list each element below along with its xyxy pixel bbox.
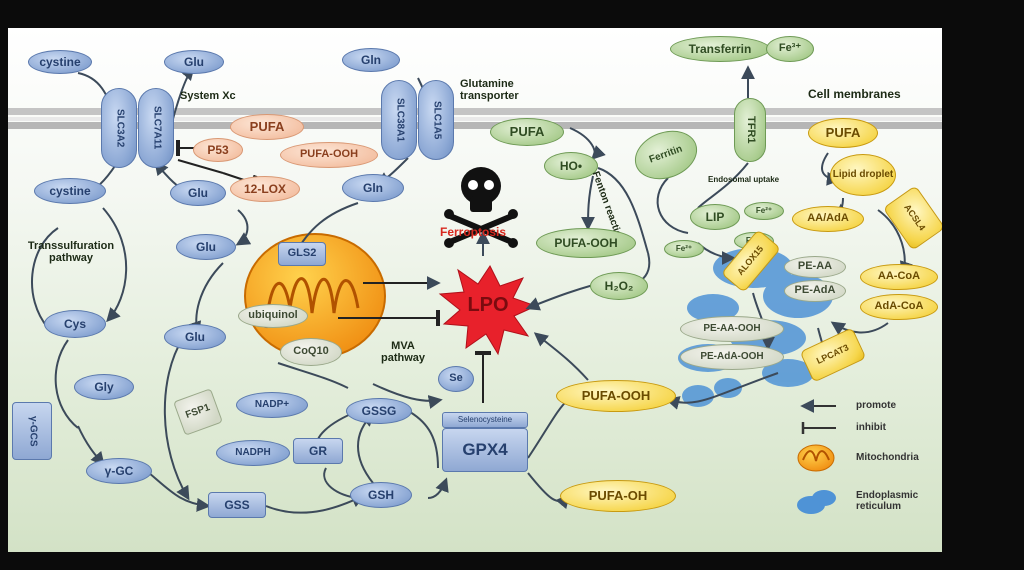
node-aa-coa: AA-CoA <box>860 264 938 290</box>
node-pufa-ooh-peach: PUFA-OOH <box>280 142 378 168</box>
node-nadp: NADP+ <box>236 392 308 418</box>
transporter-slc38a1: SLC38A1 <box>381 80 417 160</box>
node-cystine-intracellular: cystine <box>34 178 106 204</box>
node-pufa-peach: PUFA <box>230 114 304 140</box>
node-glu-b: Glu <box>164 324 226 350</box>
node-h2o2: H₂O₂ <box>590 272 648 300</box>
node-ubiquinol: ubiquinol <box>238 304 308 328</box>
transporter-slc1a5: SLC1A5 <box>418 80 454 160</box>
legend-mitochondria: Mitochondria <box>856 452 919 463</box>
node-pe-aa-ooh: PE-AA-OOH <box>680 316 784 342</box>
node-gssg: GSSG <box>346 398 412 424</box>
label-glutamine-transporter: Glutamine transporter <box>460 78 519 103</box>
label-transsulfuration-pathway: Transsulfuration pathway <box>27 240 115 265</box>
enzyme-gr: GR <box>293 438 343 464</box>
label-cell-membranes: Cell membranes <box>808 87 901 101</box>
label-system-xc: System Xc <box>180 90 236 102</box>
label-gamma-gcs: γ-GCS <box>27 415 39 447</box>
node-aa-ada: AA/AdA <box>792 206 864 232</box>
node-pufa-right: PUFA <box>808 118 878 148</box>
node-glu-a: Glu <box>176 234 236 260</box>
node-hydroxyl-radical: HO• <box>544 152 598 180</box>
node-nadph: NADPH <box>216 440 290 466</box>
label-mva-pathway: MVA pathway <box>380 340 425 365</box>
enzyme-gamma-gcs: γ-GCS <box>12 402 52 460</box>
node-glu-intracellular: Glu <box>170 180 226 206</box>
legend-inhibit: inhibit <box>856 422 886 433</box>
node-fe2-a: Fe²⁺ <box>744 202 784 220</box>
enzyme-gpx4: GPX4 <box>442 428 528 472</box>
transporter-slc7a11: SLC7A11 <box>138 88 174 168</box>
enzyme-gls2: GLS2 <box>278 242 326 266</box>
node-pufa-ooh-yellow: PUFA-OOH <box>556 380 676 412</box>
node-pufa-ooh-green: PUFA-OOH <box>536 228 636 258</box>
node-12-lox: 12-LOX <box>230 176 300 202</box>
legend-graphics <box>797 399 836 514</box>
node-pe-ada-ooh: PE-AdA-OOH <box>680 344 784 370</box>
node-lipid-droplet: Lipid droplet <box>830 154 896 196</box>
lpo-burst <box>438 265 538 356</box>
enzyme-gss: GSS <box>208 492 266 518</box>
node-gamma-gc: γ-GC <box>86 458 152 484</box>
node-lpo: LPO <box>467 293 509 316</box>
node-transferrin: Transferrin <box>670 36 770 62</box>
label-selenocysteine: Selenocysteine <box>442 412 528 428</box>
legend-promote: promote <box>856 400 896 411</box>
transporter-slc3a2: SLC3A2 <box>101 88 137 168</box>
ferroptosis-diagram-panel: cystine Glu SLC3A2 SLC7A11 System Xc Gln… <box>8 28 942 552</box>
cell-membrane <box>8 108 942 129</box>
node-fe3-extracellular: Fe³⁺ <box>766 36 814 62</box>
node-gsh: GSH <box>350 482 412 508</box>
node-ada-coa: AdA-CoA <box>860 294 938 320</box>
node-pe-aa: PE-AA <box>784 256 846 278</box>
node-pe-ada: PE-AdA <box>784 280 846 302</box>
node-cys: Cys <box>44 310 106 338</box>
node-gln-extracellular: Gln <box>342 48 400 72</box>
node-pufa-oh: PUFA-OH <box>560 480 676 512</box>
label-ferroptosis: Ferroptosis <box>440 225 507 239</box>
node-coq10: CoQ10 <box>280 338 342 366</box>
node-p53: P53 <box>193 138 243 162</box>
node-glu-extracellular: Glu <box>164 50 224 74</box>
node-se: Se <box>438 366 474 392</box>
node-lip: LIP <box>690 204 740 230</box>
node-gln-intracellular: Gln <box>342 174 404 202</box>
node-gly: Gly <box>74 374 134 400</box>
node-fe2-b: Fe²⁺ <box>664 240 704 258</box>
node-pufa-green: PUFA <box>490 118 564 146</box>
receptor-tfr1: TFR1 <box>734 98 766 162</box>
skull-icon <box>444 167 518 248</box>
legend-endoplasmic-reticulum: Endoplasmic reticulum <box>856 490 919 512</box>
node-cystine-extracellular: cystine <box>28 50 92 74</box>
label-endosomal-uptake: Endosomal uptake <box>708 175 780 184</box>
